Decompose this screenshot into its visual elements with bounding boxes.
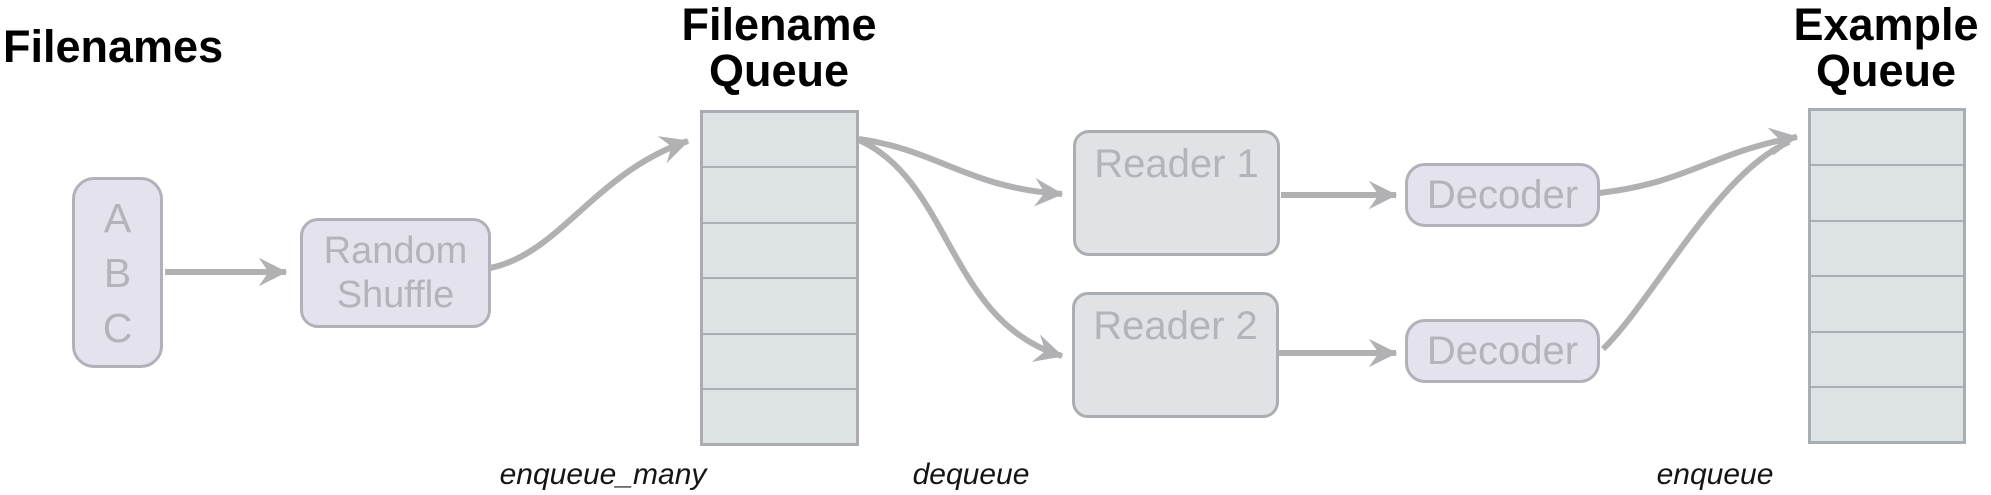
filename-queue-title-line2: Queue bbox=[708, 45, 850, 96]
example-queue-title-line2: Queue bbox=[1815, 45, 1957, 96]
random-shuffle-label-line2: Shuffle bbox=[336, 274, 455, 316]
filename-queue-slot bbox=[703, 332, 856, 388]
decoder1-node: Decoder bbox=[1405, 163, 1600, 227]
reader1-label: Reader 1 bbox=[1094, 142, 1259, 186]
filenames-list-node: A B C bbox=[72, 177, 163, 368]
example-queue-title-line1: Example bbox=[1793, 0, 1979, 50]
filename-queue-slot bbox=[703, 277, 856, 333]
filename-item-c: C bbox=[102, 304, 133, 351]
example-queue-slot bbox=[1811, 164, 1963, 220]
reader1-node: Reader 1 bbox=[1073, 130, 1280, 256]
example-queue-slot bbox=[1811, 385, 1963, 442]
filename-queue bbox=[700, 110, 859, 447]
filename-queue-title: Filename Queue bbox=[659, 2, 899, 94]
arrow-dequeue-to-reader2 bbox=[857, 137, 1064, 362]
filename-queue-slot bbox=[703, 166, 856, 222]
decoder1-label: Decoder bbox=[1426, 173, 1579, 217]
filename-item-a: A bbox=[103, 194, 132, 241]
arrow-decoder2-to-example-queue bbox=[1600, 139, 1791, 352]
enqueue-many-label: enqueue_many bbox=[499, 458, 707, 491]
reader2-label: Reader 2 bbox=[1093, 304, 1258, 348]
random-shuffle-node: Random Shuffle bbox=[300, 218, 491, 328]
filename-queue-title-line1: Filename bbox=[681, 0, 877, 50]
filename-queue-slot bbox=[703, 387, 856, 444]
reader2-node: Reader 2 bbox=[1072, 292, 1279, 418]
example-queue-slot bbox=[1811, 330, 1963, 386]
filename-queue-slot bbox=[703, 113, 856, 167]
random-shuffle-label-line1: Random bbox=[323, 230, 468, 272]
decoder2-node: Decoder bbox=[1405, 319, 1600, 383]
arrow-decoder1-to-example-queue bbox=[1598, 127, 1799, 196]
example-queue-slot bbox=[1811, 111, 1963, 165]
filename-item-b: B bbox=[103, 249, 132, 296]
example-queue-title: Example Queue bbox=[1766, 2, 1991, 94]
decoder2-label: Decoder bbox=[1426, 329, 1579, 373]
example-queue bbox=[1808, 108, 1966, 445]
dequeue-label: dequeue bbox=[912, 458, 1030, 491]
enqueue-label: enqueue bbox=[1656, 458, 1774, 491]
example-queue-slot bbox=[1811, 219, 1963, 276]
arrow-shuffle-to-filename-queue bbox=[489, 136, 690, 271]
filename-queue-slot bbox=[703, 221, 856, 278]
arrow-dequeue-to-reader1 bbox=[858, 136, 1064, 207]
filenames-title: Filenames bbox=[3, 21, 224, 72]
example-queue-slot bbox=[1811, 275, 1963, 331]
